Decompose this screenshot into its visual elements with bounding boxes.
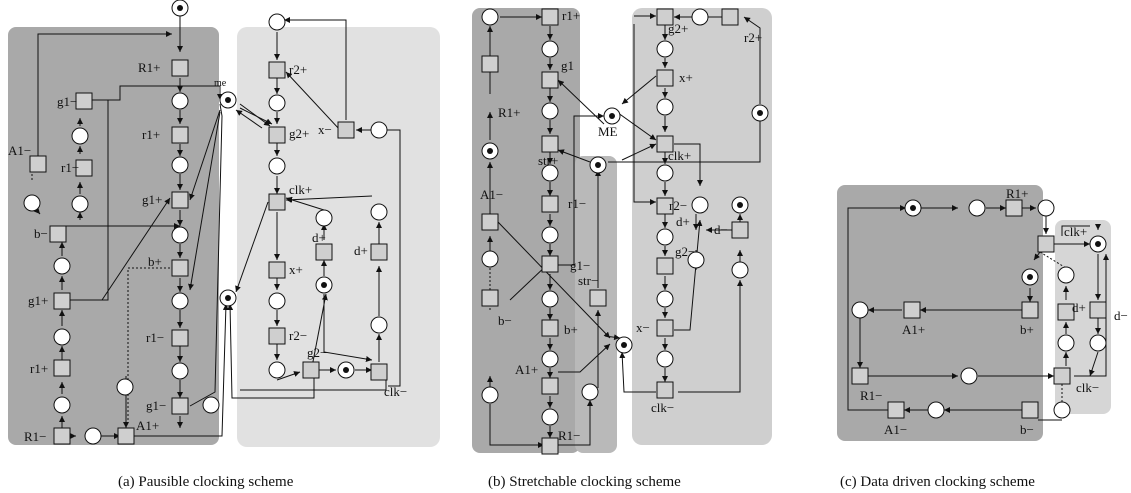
label-a-g1p: g1+	[142, 192, 162, 207]
region-dark-b	[472, 8, 580, 453]
label-a-g1p2: g1+	[28, 293, 48, 308]
label-a-xm: x−	[318, 122, 332, 137]
label-b-g1m: g1−	[570, 258, 590, 273]
label-b-A1m: A1−	[480, 187, 503, 202]
region-dark-c	[837, 185, 1043, 441]
label-a-R1m: R1−	[24, 429, 47, 444]
label-c-R1p: R1+	[1006, 186, 1029, 201]
label-b-R1p: R1+	[498, 105, 521, 120]
label-b-xp: x+	[679, 70, 693, 85]
label-a-b: b−	[34, 226, 48, 241]
label-b-clkm: clk−	[651, 400, 674, 415]
label-a-r2p: r2+	[289, 62, 307, 77]
label-b-dp: d+	[676, 214, 690, 229]
caption-c: (c) Data driven clocking scheme	[840, 474, 1035, 490]
label-b-clkp: clk+	[668, 148, 691, 163]
label-a-A1p: A1+	[136, 418, 159, 433]
label-b-g1: g1	[561, 58, 574, 73]
label-c-A1p: A1+	[902, 322, 925, 337]
panel-data-driven: R1+ clk+ A1+ b+ d+ d− R1− clk− A1− b−	[837, 185, 1128, 441]
label-a-dp2: d+	[354, 243, 368, 258]
label-a-r1m2: r1−	[146, 330, 164, 345]
label-b-R1m: R1−	[558, 428, 581, 443]
label-c-bm: b−	[1020, 422, 1034, 437]
label-b-r1p: r1+	[562, 8, 580, 23]
label-b-ME: ME	[598, 124, 618, 139]
label-b-bp: b+	[564, 322, 578, 337]
label-b-r2m: r2−	[669, 198, 687, 213]
label-a-clkm: clk−	[384, 384, 407, 399]
panel-stretchable: r1+ g1 R1+ ME str+ A1− r1− b− g1− str− b…	[472, 8, 772, 455]
caption-b: (b) Stretchable clocking scheme	[488, 474, 681, 490]
label-c-bp: b+	[1020, 322, 1034, 337]
label-c-dp: d+	[1072, 300, 1086, 315]
caption-a: (a) Pausible clocking scheme	[118, 474, 294, 490]
label-a-dp: d+	[312, 230, 326, 245]
region-light-a	[237, 27, 440, 447]
label-a-r2m: r2−	[289, 328, 307, 343]
label-b-strp: str+	[538, 153, 558, 168]
label-a-r1m: r1−	[61, 160, 79, 175]
label-c-A1m: A1−	[884, 422, 907, 437]
label-a-g2m: g2−	[307, 345, 327, 360]
label-c-clkp: clk+	[1064, 224, 1087, 239]
label-b-g2p: g2+	[668, 21, 688, 36]
label-a-R1p: R1+	[138, 60, 161, 75]
label-a-g1m: g1−	[57, 94, 77, 109]
label-a-me: me	[214, 78, 227, 89]
label-b-strm: str−	[578, 273, 598, 288]
label-b-xm: x−	[636, 320, 650, 335]
label-a-g2p: g2+	[289, 126, 309, 141]
label-c-R1m: R1−	[860, 388, 883, 403]
label-a-bp: b+	[148, 254, 162, 269]
label-a-r1p: r1+	[142, 127, 160, 142]
label-a-r1p2: r1+	[30, 361, 48, 376]
label-b-r2p: r2+	[744, 30, 762, 45]
label-b-A1p: A1+	[515, 362, 538, 377]
label-b-r1m: r1−	[568, 196, 586, 211]
label-c-dm: d−	[1114, 308, 1128, 323]
label-b-g2m: g2−	[675, 244, 695, 259]
label-a-g1m2: g1−	[146, 398, 166, 413]
region-light-b	[632, 8, 772, 445]
label-c-clkm: clk−	[1076, 380, 1099, 395]
label-b-dm: d−	[714, 222, 728, 237]
panel-pausible: R1+ me g1− r1+ A1− r1− g1+ b− b+ g1+ r1+…	[8, 0, 440, 447]
label-a-clkp: clk+	[289, 182, 312, 197]
label-a-xp: x+	[289, 262, 303, 277]
label-a-A1m: A1−	[8, 143, 31, 158]
label-b-b: b−	[498, 313, 512, 328]
